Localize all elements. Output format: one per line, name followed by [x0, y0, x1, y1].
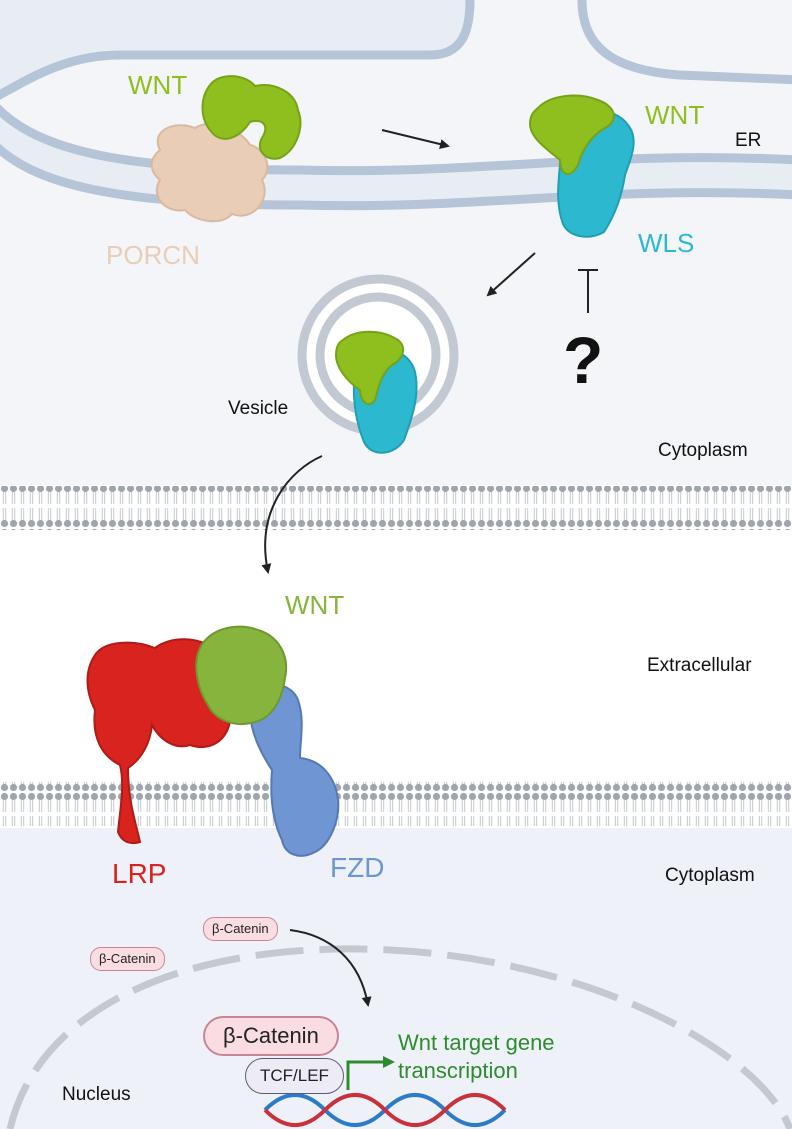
- arrow-beta-catenin-to-nucleus: [289, 929, 372, 1007]
- target-gene-line-1: Wnt target gene: [398, 1030, 555, 1055]
- transcription-arrow: [346, 1056, 395, 1090]
- wnt-protein-er: [201, 75, 302, 160]
- dna-helix: [263, 1093, 507, 1127]
- er-label: ER: [735, 130, 762, 151]
- beta-catenin-badge-1: β-Catenin: [203, 917, 278, 941]
- upper-plasma-membrane: [0, 486, 792, 530]
- wnt-protein-extracellular: [195, 625, 288, 725]
- vesicle-label: Vesicle: [228, 398, 289, 419]
- fzd-protein: [248, 683, 340, 857]
- cytoplasm-label-top: Cytoplasm: [658, 440, 748, 461]
- nucleus-label: Nucleus: [62, 1084, 131, 1105]
- lower-cytoplasm-region: [0, 828, 792, 1129]
- lrp-label: LRP: [112, 858, 167, 889]
- beta-catenin-badge-2: β-Catenin: [90, 947, 165, 971]
- wnt-label-wls: WNT: [645, 100, 705, 130]
- beta-catenin-nuclear: β-Catenin: [203, 1016, 339, 1056]
- fzd-label: FZD: [330, 852, 385, 883]
- arrow-wls-to-vesicle: [486, 252, 536, 297]
- inhibition-bar: [578, 269, 598, 313]
- cytoplasm-label-bottom: Cytoplasm: [665, 865, 755, 886]
- question-mark: ?: [563, 323, 604, 397]
- porcn-label: PORCN: [106, 240, 200, 270]
- wls-wnt-complex-vesicle: [334, 330, 418, 454]
- wnt-label-er: WNT: [128, 70, 188, 100]
- wls-wnt-complex-er: [528, 94, 635, 238]
- porcn-protein: [150, 123, 269, 223]
- nuclear-envelope: [6, 945, 792, 1129]
- wnt-label-extracellular: WNT: [285, 590, 345, 620]
- wls-label: WLS: [638, 228, 695, 258]
- tcf-lef-factor: TCF/LEF: [245, 1058, 344, 1094]
- target-gene-line-2: transcription: [398, 1058, 518, 1083]
- arrow-porcn-to-wls: [381, 129, 450, 149]
- arrow-vesicle-to-extracellular: [261, 455, 323, 574]
- extracellular-label: Extracellular: [647, 655, 752, 676]
